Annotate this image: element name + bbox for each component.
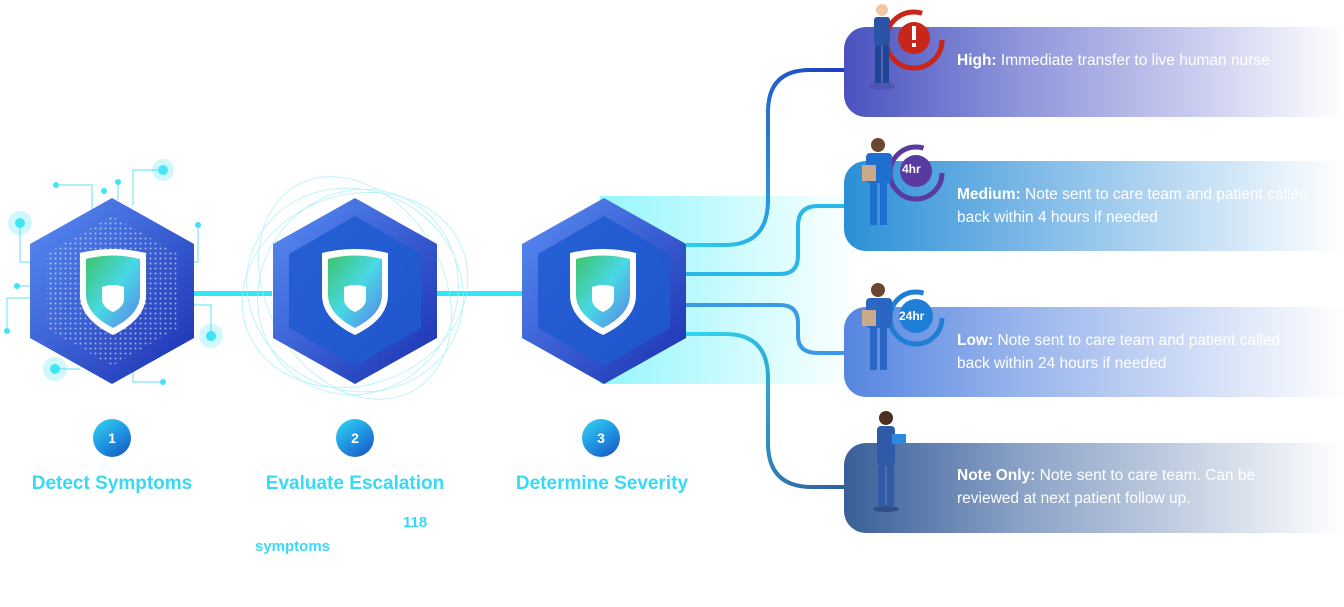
outcome-level-low: Low: <box>957 332 994 349</box>
connector-2-3 <box>436 291 522 296</box>
outcome-desc-low: Note sent to care team and patient calle… <box>957 332 1281 372</box>
callback-24hr-label: 24hr <box>899 309 925 323</box>
step-3-badge: 3 <box>582 419 620 457</box>
outcome-text-high: High: Immediate transfer to live human n… <box>957 49 1317 72</box>
connector-1-2 <box>190 291 272 296</box>
nurse-4hr-icon <box>862 138 945 225</box>
outcome-text-medium: Medium: Note sent to care team and patie… <box>957 183 1317 229</box>
shield-icon <box>570 249 636 335</box>
outcome-level-high: High: <box>957 52 997 69</box>
shield-icon <box>322 249 388 335</box>
nurse-24hr-icon <box>862 283 945 370</box>
outcome-desc-high: Immediate transfer to live human nurse <box>996 52 1270 69</box>
outcome-text-note-only: Note Only: Note sent to care team. Can b… <box>957 464 1317 510</box>
symptoms-text: symptoms <box>255 538 331 555</box>
callback-4hr-label: 4hr <box>902 162 921 176</box>
symptom-count: 118 <box>403 514 428 531</box>
step-2-badge: 2 <box>336 419 374 457</box>
shield-icon <box>80 249 146 335</box>
step-2-label: Evaluate Escalation <box>265 473 445 494</box>
branch-note <box>686 332 850 489</box>
branch-low <box>686 303 850 355</box>
outcome-level-medium: Medium: <box>957 186 1021 203</box>
outcome-level-note-only: Note Only: <box>957 467 1036 484</box>
outcome-desc-medium: Note sent to care team and patient calle… <box>957 186 1308 226</box>
outcome-text-low: Low: Note sent to care team and patient … <box>957 329 1317 375</box>
branch-high <box>686 68 850 247</box>
nurse-reading-icon <box>873 411 906 512</box>
outcome-desc-note-only: Note sent to care team. Can be reviewed … <box>957 467 1256 507</box>
step-1-badge: 1 <box>93 419 131 457</box>
branch-medium <box>686 204 850 276</box>
step-3-label: Determine Severity <box>515 473 689 494</box>
nurse-alert-icon <box>869 4 945 90</box>
outcome-card-note-only <box>844 443 1344 533</box>
step-1-label: Detect Symptoms <box>31 473 193 494</box>
